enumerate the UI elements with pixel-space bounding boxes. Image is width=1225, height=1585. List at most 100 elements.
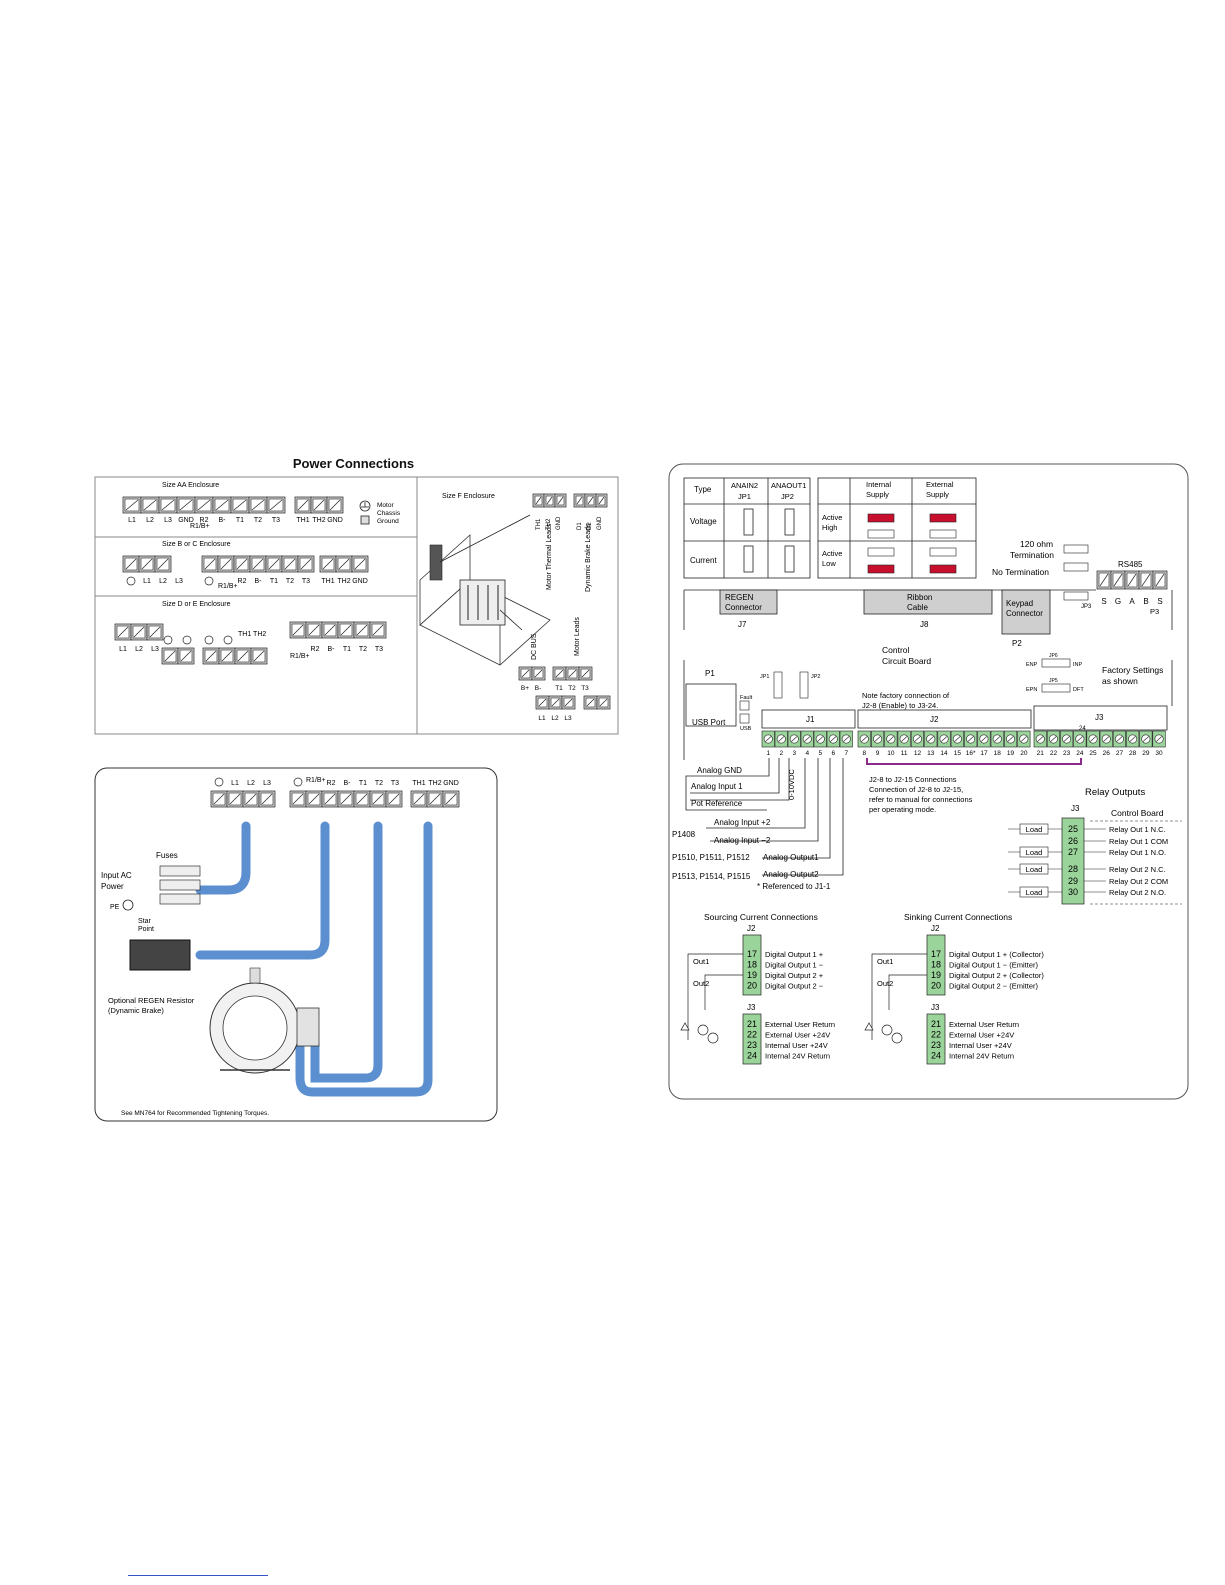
svg-text:14: 14 [940, 750, 948, 757]
svg-text:J2: J2 [747, 924, 756, 933]
wiring-r1-label: R1/B+ [306, 777, 326, 784]
j3-terminal: 27 [1112, 730, 1126, 757]
p2-label: P2 [1012, 639, 1022, 648]
io-terminal-number: 23 [747, 1040, 757, 1050]
svg-text:5: 5 [818, 750, 822, 757]
io-label: External User Return [765, 1020, 835, 1029]
io-label: Digital Output 1 − [765, 961, 824, 970]
control-board-label: Control Board [1111, 808, 1164, 818]
fault-label: Fault [740, 695, 753, 701]
wiring-frame [94, 767, 498, 1122]
rs485-terminal [1124, 570, 1140, 590]
svg-text:28: 28 [1129, 750, 1137, 757]
svg-text:25: 25 [1089, 750, 1097, 757]
io-label: Internal 24V Return [765, 1052, 830, 1061]
io-label: Digital Output 1 + [765, 950, 824, 959]
svg-text:J2: J2 [931, 924, 940, 933]
supply-jumpers [867, 513, 957, 574]
f-thermal-label: Motor Thermal Leads [546, 523, 553, 590]
j1-terminal: 6 [826, 730, 840, 757]
svg-text:Out1: Out1 [693, 957, 709, 966]
svg-text:R2: R2 [327, 780, 336, 787]
svg-text:S: S [1101, 597, 1106, 606]
aa-thermal-terminal: GND [326, 496, 344, 524]
relay-terminal-number: 30 [1068, 887, 1078, 897]
svg-text:30: 30 [1155, 750, 1163, 757]
ribbon-cable-box [863, 589, 993, 615]
de-terminal: L1 [114, 623, 132, 653]
svg-text:INP: INP [1073, 662, 1083, 668]
svg-text:11: 11 [901, 750, 908, 757]
svg-text:EPN: EPN [1026, 687, 1037, 693]
jp2-header [799, 671, 809, 699]
w-line-terminal [258, 790, 276, 808]
svg-text:17: 17 [980, 750, 988, 757]
svg-text:B-: B- [344, 780, 352, 787]
bc-motor-terminal [217, 555, 235, 573]
j1-label: J1 [806, 715, 815, 724]
load-label: Load [1026, 888, 1043, 897]
supply-table [817, 477, 977, 579]
bc-motor-terminal [297, 555, 315, 573]
svg-text:R2: R2 [311, 646, 320, 653]
relay-terminal-number: 25 [1068, 824, 1078, 834]
j2-terminal: 15 [950, 730, 964, 757]
svg-text:26: 26 [1103, 750, 1111, 757]
svg-text:T2: T2 [568, 685, 576, 692]
ground-icon [126, 576, 136, 586]
io-label: Internal 24V Return [949, 1052, 1014, 1061]
svg-text:A: A [1129, 597, 1135, 606]
sourcing-title: Sourcing Current Connections [704, 912, 818, 922]
load-box [1019, 823, 1049, 835]
input-ac-line1: Input AC [101, 871, 132, 880]
v010-label: 0-10VDC [787, 769, 796, 800]
load-label: Load [1026, 865, 1043, 874]
de-ground-terminal [161, 647, 179, 665]
aa-terminal-label: R2 [200, 517, 209, 524]
bc-thermal-terminal-label: TH2 [337, 578, 350, 585]
j3-terminal: 22 [1046, 730, 1060, 757]
aa-terminal-label: T1 [236, 517, 244, 524]
io-terminal-number: 22 [747, 1030, 757, 1040]
de-motor-terminal [353, 621, 371, 639]
torque-note: See MN764 for Recommended Tightening Tor… [121, 1110, 269, 1117]
io-label: Digital Output 2 + [765, 971, 824, 980]
svg-text:13: 13 [927, 750, 935, 757]
relay-label: Relay Out 1 N.C. [1109, 825, 1166, 834]
relay-terminal-number: 28 [1068, 864, 1078, 874]
j1-terminal: 7 [839, 730, 853, 757]
analog-wiring [685, 758, 844, 876]
io-terminal-number: 22 [931, 1030, 941, 1040]
j2-terminal: 13 [924, 730, 938, 757]
f-ground-terminal [583, 695, 598, 710]
de-thermal-terminal [250, 647, 268, 665]
aout2-label: Analog Output2 [763, 870, 819, 879]
sinking-title: Sinking Current Connections [904, 912, 1012, 922]
load-box [1019, 886, 1049, 898]
bc-heading: Size B or C Enclosure [162, 541, 231, 548]
footer-link-underline[interactable] [128, 1575, 268, 1576]
j2-terminal: 10 [884, 730, 898, 757]
svg-text:TH1: TH1 [412, 780, 425, 787]
de-motor-terminal [369, 621, 387, 639]
svg-text:Out2: Out2 [877, 979, 893, 988]
de-thermal-terminal [234, 647, 252, 665]
aout1-label: Analog Output1 [763, 853, 819, 862]
svg-text:1: 1 [766, 750, 770, 757]
rs485-label: RS485 [1118, 560, 1143, 569]
svg-text:27: 27 [1116, 750, 1124, 757]
jumper-table [683, 477, 811, 579]
aa-terminal: T3 [266, 496, 286, 524]
ground-icon [223, 635, 233, 645]
svg-text:D2: D2 [587, 522, 593, 530]
svg-text:B-: B- [535, 685, 542, 692]
io-label: Digital Output 2 − [765, 982, 824, 991]
ground-icon [359, 500, 371, 512]
